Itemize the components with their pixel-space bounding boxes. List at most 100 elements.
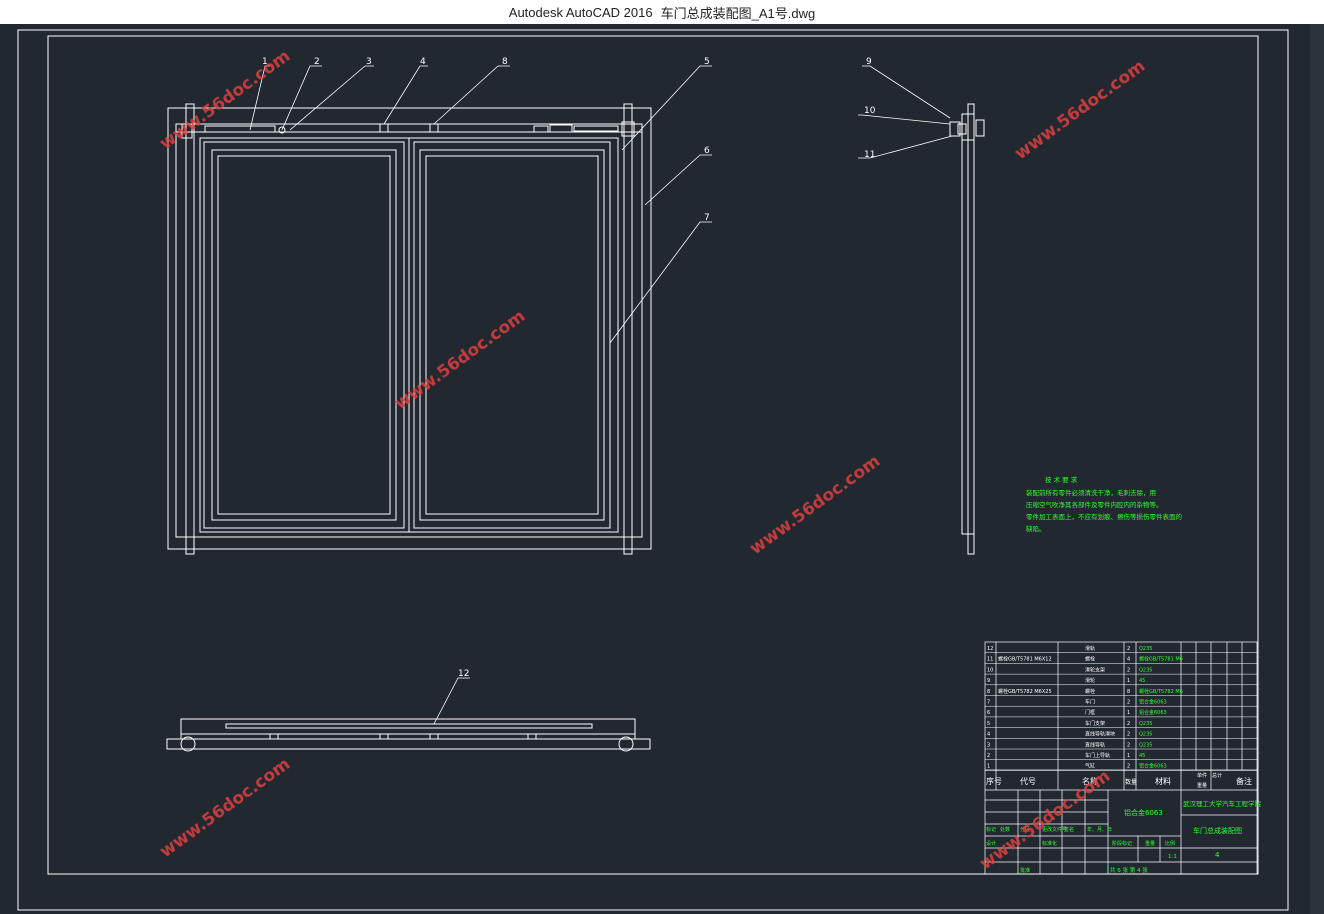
bom-cell-mat: 铝合金6063 — [1139, 699, 1167, 706]
title-drawing-name: 车门总成装配图 — [1193, 826, 1242, 835]
bom-header-no: 序号 — [986, 776, 1002, 786]
bom-header-remark: 备注 — [1236, 776, 1252, 786]
watermark-layer: www.56doc.com www.56doc.com www.56doc.com w… — [156, 46, 1149, 874]
tech-req-line-3: 零件加工表面上，不应有划痕、擦伤等损伤零件表面的 — [1026, 512, 1183, 521]
bom-cell-qty: 2 — [1127, 646, 1130, 652]
balloon-11: 11 — [864, 150, 875, 160]
title-small-5: 年、月、日 — [1087, 826, 1112, 833]
title-small-4: 签名 — [1064, 826, 1074, 833]
bom-cell-mat: Q235 — [1139, 732, 1152, 738]
tech-requirements: 技 术 要 求 装配前所有零件必须清洗干净，毛刺去除，用 压缩空气吹净其各部件及… — [1026, 475, 1183, 533]
front-view — [167, 103, 652, 555]
bom-cell-no: 2 — [987, 753, 990, 759]
bom-cell-qty: 2 — [1127, 700, 1130, 706]
bom-cell-name: 车门支架 — [1085, 720, 1105, 727]
title-sheet-no: 4 — [1215, 851, 1220, 859]
bom-cell-mat: 45 — [1139, 753, 1145, 759]
vertical-scrollbar[interactable] — [1310, 24, 1324, 914]
bom-cell-name: 直线导轨滑块 — [1085, 731, 1115, 738]
watermark-text: www.56doc.com — [391, 306, 529, 414]
title-approve: 批准 — [1020, 867, 1030, 874]
bom-cell-qty: 2 — [1127, 721, 1130, 727]
leader-lines — [249, 65, 953, 725]
tech-req-title: 技 术 要 求 — [1045, 475, 1078, 484]
bom-cell-qty: 2 — [1127, 667, 1130, 673]
bom-cell-qty: 1 — [1127, 678, 1130, 684]
bom-cell-code: 螺栓GB/T5782 M6X25 — [998, 688, 1052, 695]
title-small-3: 更改文件号 — [1042, 826, 1067, 833]
bom-cell-no: 3 — [987, 742, 990, 748]
bom-cell-name: 直线导轨 — [1085, 741, 1105, 748]
bom-cell-name: 滑轨 — [1085, 645, 1095, 652]
app-name: Autodesk AutoCAD 2016 — [508, 4, 653, 20]
bom-cell-no: 5 — [987, 721, 990, 727]
title-small-0: 标记 — [986, 826, 996, 833]
bom-cell-mat: 螺栓GB/T5781 M6 — [1139, 656, 1183, 663]
bom-cell-qty: 1 — [1127, 753, 1130, 759]
title-sheet: 共 6 张 第 4 张 — [1110, 866, 1148, 874]
bom-cell-name: 车门 — [1085, 699, 1095, 706]
bom-cell-mat: Q235 — [1139, 742, 1152, 748]
bom-header-mat: 材料 — [1155, 776, 1171, 786]
bom-cell-name: 滑轮支架 — [1085, 666, 1105, 673]
top-view — [166, 718, 651, 752]
bom-header-totw: 总计 — [1212, 772, 1222, 779]
watermark-text: www.56doc.com — [156, 754, 294, 862]
balloon-3: 3 — [366, 57, 372, 67]
balloon-6: 6 — [704, 146, 710, 156]
bom-cell-no: 9 — [987, 678, 990, 684]
drawing-frame — [17, 29, 1289, 911]
file-name: 车门总成装配图_A1号.dwg — [660, 5, 816, 21]
bom-cell-qty: 1 — [1127, 710, 1130, 716]
title-scale-label: 比例 — [1165, 840, 1175, 847]
title-stage: 阶段标记 — [1112, 840, 1132, 847]
bom-cell-name: 螺栓 — [1085, 656, 1095, 663]
bom-cell-mat: Q235 — [1139, 646, 1152, 652]
bom-header-code: 代号 — [1020, 776, 1036, 786]
bom-cell-name: 门框 — [1085, 709, 1095, 716]
balloon-5: 5 — [704, 57, 710, 67]
bom-cell-qty: 2 — [1127, 732, 1130, 738]
title-design: 设计 — [986, 840, 996, 847]
bom-cell-no: 6 — [987, 710, 990, 716]
bom-cell-no: 11 — [987, 657, 993, 663]
tech-req-line-4: 缺陷。 — [1026, 524, 1046, 533]
watermark-text: www.56doc.com — [1011, 56, 1149, 164]
bom-cell-code: 螺栓GB/T5781 M6X12 — [998, 656, 1052, 663]
bom-cell-no: 10 — [987, 667, 993, 673]
title-standard: 标准化 — [1042, 840, 1057, 847]
tech-req-line-1: 装配前所有零件必须清洗干净，毛刺去除，用 — [1026, 488, 1156, 497]
bom-cell-qty: 8 — [1127, 689, 1130, 695]
balloon-10: 10 — [864, 106, 876, 116]
bom-cell-name: 螺栓 — [1085, 688, 1095, 695]
bom-cell-no: 8 — [987, 689, 990, 695]
bom-cell-mat: 铝合金6063 — [1139, 763, 1167, 770]
title-weight: 重量 — [1145, 840, 1155, 847]
title-scale: 1:1 — [1168, 854, 1177, 860]
bom-header-name: 名称 — [1082, 776, 1098, 786]
bom-cell-no: 1 — [987, 764, 990, 770]
title-small-2: 分区 — [1020, 826, 1030, 833]
window-titlebar: Autodesk AutoCAD 2016 车门总成装配图_A1号.dwg — [0, 0, 1324, 24]
bom-cell-name: 滑轮 — [1085, 677, 1095, 684]
bom-cell-mat: Q235 — [1139, 667, 1152, 673]
balloon-2: 2 — [314, 57, 320, 67]
bom-cell-qty: 2 — [1127, 742, 1130, 748]
title-school: 武汉理工大学汽车工程学院 — [1183, 799, 1262, 808]
balloon-8: 8 — [502, 57, 508, 67]
balloon-1: 1 — [262, 57, 268, 67]
bom-header-qty: 数量 — [1125, 778, 1137, 786]
title-small-1: 处数 — [1000, 826, 1010, 833]
title-material: 铝合金6063 — [1124, 808, 1163, 817]
bom-cell-mat: Q235 — [1139, 721, 1152, 727]
watermark-text: www.56doc.com — [746, 451, 884, 559]
bom-cell-name: 气缸 — [1085, 763, 1095, 770]
bom-cell-no: 4 — [987, 732, 990, 738]
bom-cell-qty: 2 — [1127, 764, 1130, 770]
bom-cell-name: 车门上导轨 — [1085, 752, 1110, 759]
balloon-9: 9 — [866, 57, 872, 67]
bom-header-weight: 重量 — [1197, 782, 1207, 789]
bom-cell-qty: 4 — [1127, 657, 1130, 663]
